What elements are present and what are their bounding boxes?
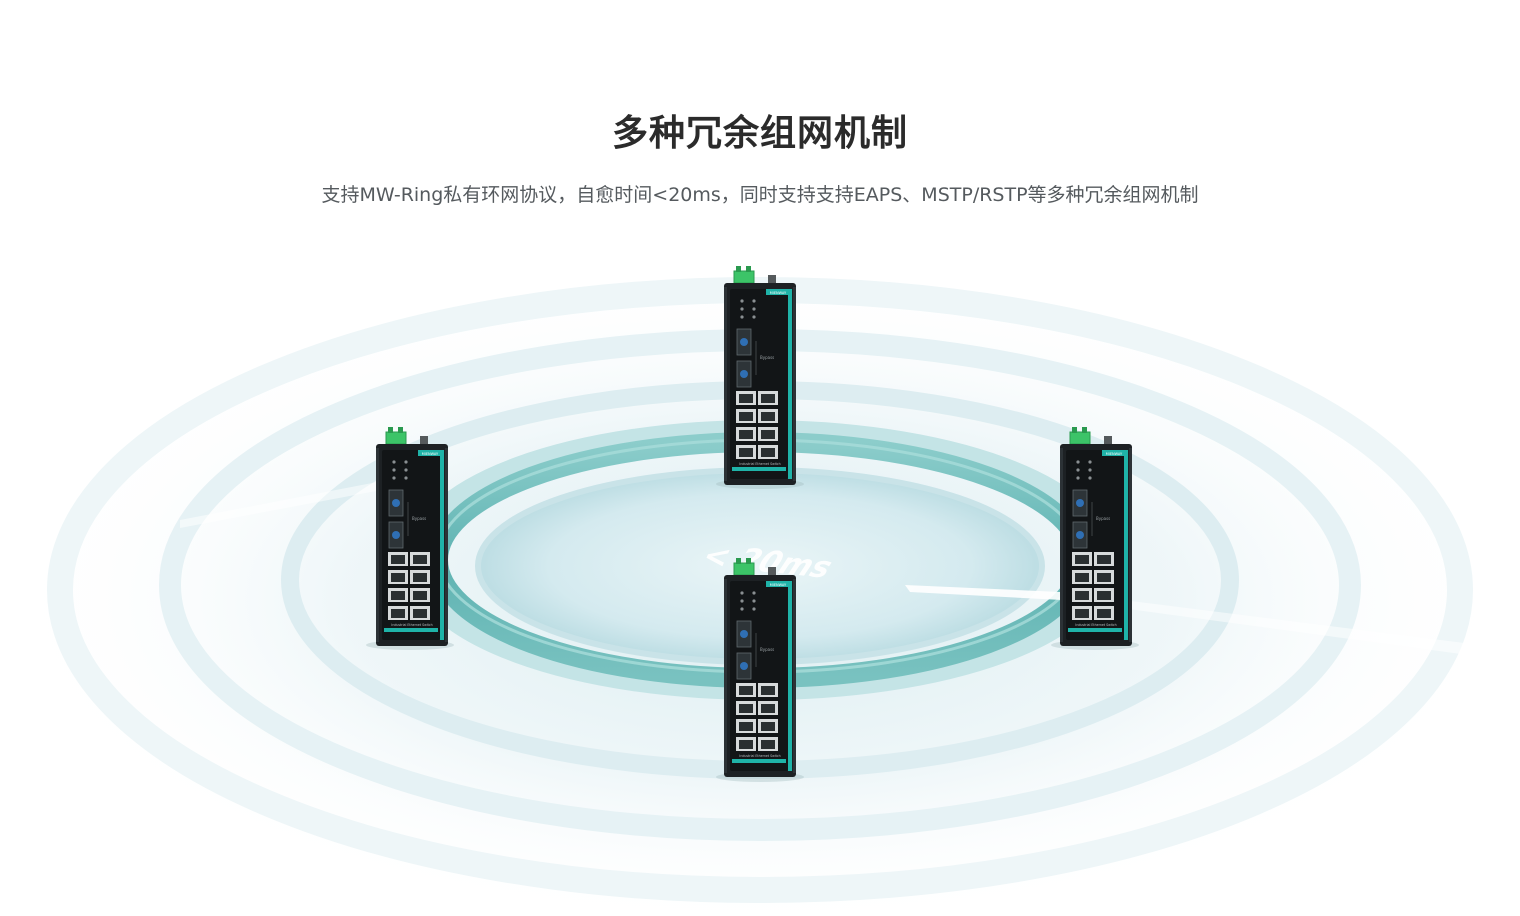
light-streak (905, 585, 1062, 600)
light-streak (1060, 592, 1520, 662)
switch-device-left (375, 426, 449, 647)
page-subtitle: 支持MW-Ring私有环网协议，自愈时间<20ms，同时支持支持EAPS、MST… (321, 184, 1199, 206)
switch-device-right (1059, 426, 1133, 647)
page-title: 多种冗余组网机制 (611, 113, 908, 154)
inner-disc (478, 470, 1042, 662)
switch-device-bottom (723, 557, 797, 778)
switch-device-top (723, 265, 797, 486)
